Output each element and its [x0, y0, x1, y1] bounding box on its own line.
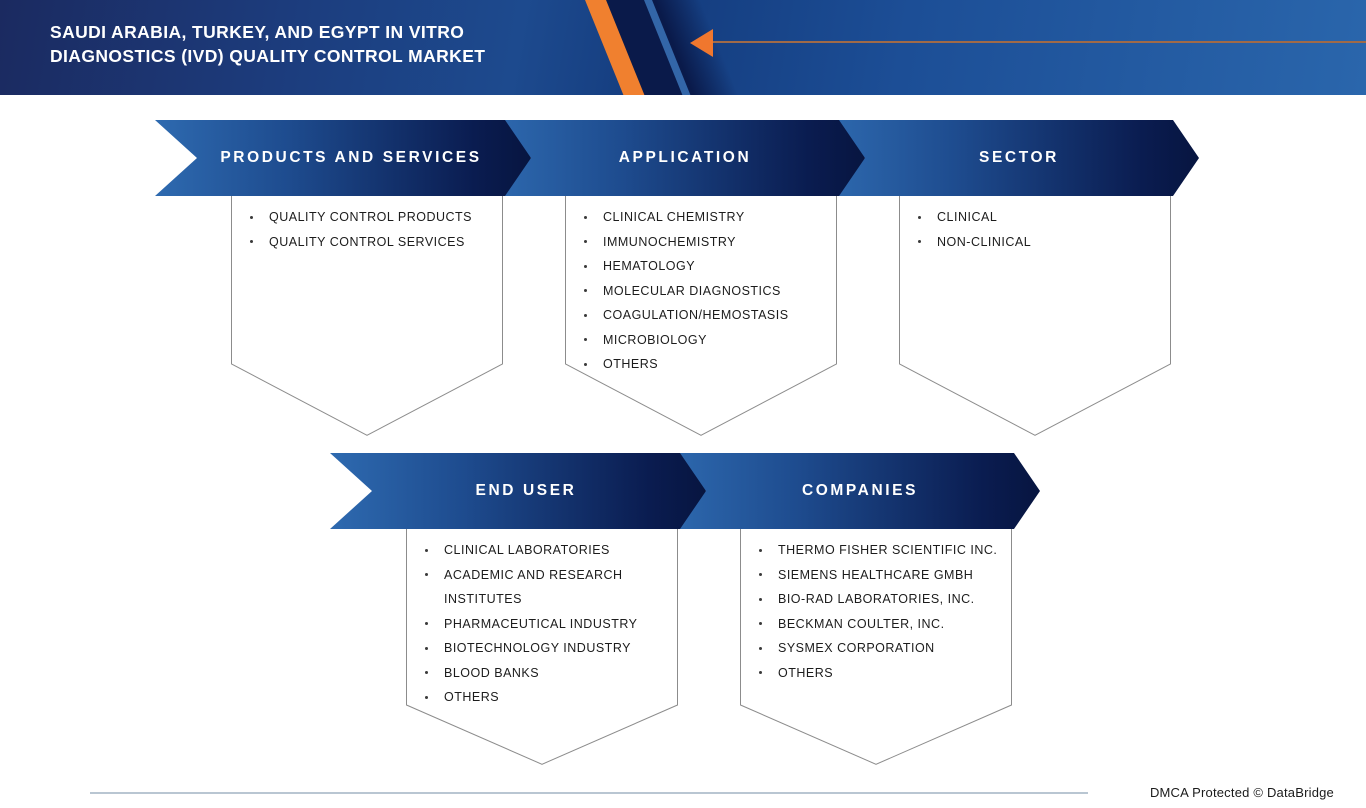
segment-label: APPLICATION	[618, 149, 752, 166]
header-band: SAUDI ARABIA, TURKEY, AND EGYPT IN VITRO…	[0, 0, 1366, 95]
segment-items: THERMO FISHER SCIENTIFIC INC.SIEMENS HEA…	[740, 538, 1012, 685]
pennant-outline	[406, 529, 678, 765]
page-title-line1: SAUDI ARABIA, TURKEY, AND EGYPT IN VITRO	[50, 22, 465, 42]
list-item: BIOTECHNOLOGY INDUSTRY	[406, 636, 678, 661]
list-item: BLOOD BANKS	[406, 661, 678, 686]
segment-label: SECTOR	[979, 149, 1059, 166]
list-item: PHARMACEUTICAL INDUSTRY	[406, 612, 678, 637]
segment-banner-application: APPLICATION	[489, 120, 865, 196]
list-item: QUALITY CONTROL SERVICES	[231, 230, 503, 255]
list-item: CLINICAL LABORATORIES	[406, 538, 678, 563]
pennant-outline	[899, 196, 1171, 436]
list-item: THERMO FISHER SCIENTIFIC INC.	[740, 538, 1012, 563]
footer-divider-line	[90, 792, 1088, 794]
pennant-outline	[231, 196, 503, 436]
segment-label: PRODUCTS AND SERVICES	[220, 149, 482, 166]
segment-label: END USER	[475, 482, 577, 499]
list-item: OTHERS	[406, 685, 678, 710]
arrow-left-icon	[690, 29, 713, 57]
list-item: OTHERS	[565, 352, 837, 377]
list-item: QUALITY CONTROL PRODUCTS	[231, 205, 503, 230]
page-title-line2: DIAGNOSTICS (IVD) QUALITY CONTROL MARKET	[50, 45, 486, 66]
pennant-outline	[565, 196, 837, 436]
list-item: CLINICAL	[899, 205, 1171, 230]
list-item: COAGULATION/HEMOSTASIS	[565, 303, 837, 328]
list-item: BIO-RAD LABORATORIES, INC.	[740, 587, 1012, 612]
list-item: SYSMEX CORPORATION	[740, 636, 1012, 661]
list-item: BECKMAN COULTER, INC.	[740, 612, 1012, 637]
segment-banner-companies: COMPANIES	[664, 453, 1040, 529]
list-item: HEMATOLOGY	[565, 254, 837, 279]
list-item: CLINICAL CHEMISTRY	[565, 205, 837, 230]
segment-banner-end-user: END USER	[330, 453, 706, 529]
page-title: SAUDI ARABIA, TURKEY, AND EGYPT IN VITRO…	[50, 21, 485, 68]
segment-banner-products-and-services: PRODUCTS AND SERVICES	[155, 120, 531, 196]
list-item: MOLECULAR DIAGNOSTICS	[565, 279, 837, 304]
list-item: IMMUNOCHEMISTRY	[565, 230, 837, 255]
segment-box-companies: THERMO FISHER SCIENTIFIC INC.SIEMENS HEA…	[740, 529, 1012, 765]
dmca-watermark: DMCA Protected © DataBridge	[1149, 785, 1334, 800]
pennant-outline	[740, 529, 1012, 765]
list-item: SIEMENS HEALTHCARE GMBH	[740, 563, 1012, 588]
list-item: OTHERS	[740, 661, 1012, 686]
pointer-line	[712, 41, 1366, 43]
segment-label: COMPANIES	[801, 482, 919, 499]
list-item: MICROBIOLOGY	[565, 328, 837, 353]
segment-banner-sector: SECTOR	[823, 120, 1199, 196]
list-item: NON-CLINICAL	[899, 230, 1171, 255]
list-item: ACADEMIC AND RESEARCH INSTITUTES	[406, 563, 678, 612]
